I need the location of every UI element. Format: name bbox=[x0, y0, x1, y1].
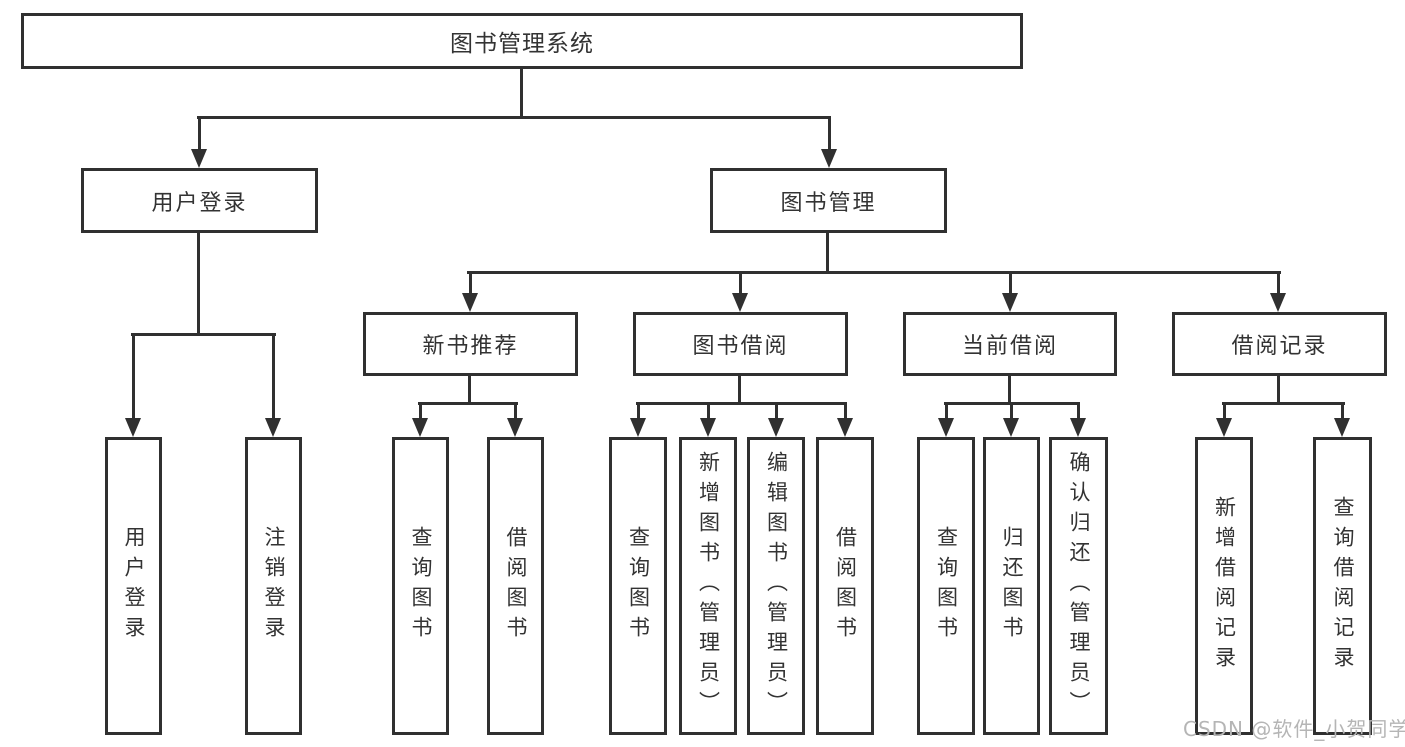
leaf-borrow-books-1: 借阅图书 bbox=[487, 437, 544, 735]
connector-drop-line bbox=[775, 403, 778, 421]
connector-drop-line bbox=[1009, 272, 1012, 296]
connector-stem-line bbox=[468, 376, 471, 405]
connector-branch-line bbox=[131, 333, 276, 336]
arrow-down-icon bbox=[630, 418, 646, 437]
leaf-query-books-3: 查询图书 bbox=[917, 437, 975, 735]
node-book-borrowing: 图书借阅 bbox=[633, 312, 848, 376]
node-book-management: 图书管理 bbox=[710, 168, 947, 233]
arrow-down-icon bbox=[1216, 418, 1232, 437]
connector-drop-line bbox=[132, 334, 135, 421]
leaf-confirm-return-admin: 确认归还（管理员） bbox=[1049, 437, 1108, 735]
arrow-down-icon bbox=[412, 418, 428, 437]
csdn-watermark: CSDN @软件_小贺同学 bbox=[1183, 717, 1405, 741]
leaf-query-books-1: 查询图书 bbox=[392, 437, 449, 735]
connector-drop-line bbox=[419, 403, 422, 421]
arrow-down-icon bbox=[1002, 293, 1018, 312]
node-current-borrowing: 当前借阅 bbox=[903, 312, 1117, 376]
node-borrow-records: 借阅记录 bbox=[1172, 312, 1387, 376]
leaf-query-books-2: 查询图书 bbox=[609, 437, 667, 735]
connector-drop-line bbox=[844, 403, 847, 421]
arrow-down-icon bbox=[700, 418, 716, 437]
arrow-down-icon bbox=[507, 418, 523, 437]
arrow-down-icon bbox=[1270, 293, 1286, 312]
leaf-add-books-admin: 新增图书（管理员） bbox=[679, 437, 737, 735]
connector-branch-line bbox=[197, 116, 831, 119]
connector-drop-line bbox=[945, 403, 948, 421]
connector-branch-line bbox=[467, 271, 1281, 274]
arrow-down-icon bbox=[1003, 418, 1019, 437]
arrow-down-icon bbox=[732, 293, 748, 312]
connector-stem-line bbox=[520, 69, 523, 119]
connector-drop-line bbox=[707, 403, 710, 421]
arrow-down-icon bbox=[125, 418, 141, 437]
leaf-query-borrow-record: 查询借阅记录 bbox=[1313, 437, 1372, 735]
leaf-borrow-books-2: 借阅图书 bbox=[816, 437, 874, 735]
connector-stem-line bbox=[738, 376, 741, 405]
connector-branch-line bbox=[636, 402, 847, 405]
connector-drop-line bbox=[1223, 403, 1226, 421]
connector-drop-line bbox=[469, 272, 472, 296]
leaf-add-borrow-record: 新增借阅记录 bbox=[1195, 437, 1253, 735]
connector-stem-line bbox=[1277, 376, 1280, 405]
connector-stem-line bbox=[1008, 376, 1011, 405]
leaf-edit-books-admin: 编辑图书（管理员） bbox=[747, 437, 805, 735]
arrow-down-icon bbox=[938, 418, 954, 437]
arrow-down-icon bbox=[191, 149, 207, 168]
connector-drop-line bbox=[637, 403, 640, 421]
connector-branch-line bbox=[1222, 402, 1345, 405]
arrow-down-icon bbox=[462, 293, 478, 312]
arrow-down-icon bbox=[1070, 418, 1086, 437]
connector-drop-line bbox=[514, 403, 517, 421]
leaf-return-books: 归还图书 bbox=[983, 437, 1040, 735]
connector-stem-line bbox=[826, 233, 829, 274]
connector-drop-line bbox=[1010, 403, 1013, 421]
leaf-user-login: 用户登录 bbox=[105, 437, 162, 735]
connector-drop-line bbox=[1077, 403, 1080, 421]
connector-drop-line bbox=[1341, 403, 1344, 421]
node-new-book-recommend: 新书推荐 bbox=[363, 312, 578, 376]
arrow-down-icon bbox=[768, 418, 784, 437]
node-root: 图书管理系统 bbox=[21, 13, 1023, 69]
connector-drop-line bbox=[272, 334, 275, 421]
connector-drop-line bbox=[198, 117, 201, 152]
connector-stem-line bbox=[197, 233, 200, 336]
arrow-down-icon bbox=[837, 418, 853, 437]
node-user-login: 用户登录 bbox=[81, 168, 318, 233]
connector-drop-line bbox=[739, 272, 742, 296]
connector-drop-line bbox=[828, 117, 831, 152]
arrow-down-icon bbox=[265, 418, 281, 437]
connector-branch-line bbox=[418, 402, 518, 405]
arrow-down-icon bbox=[1334, 418, 1350, 437]
arrow-down-icon bbox=[821, 149, 837, 168]
leaf-logout: 注销登录 bbox=[245, 437, 302, 735]
connector-drop-line bbox=[1277, 272, 1280, 296]
